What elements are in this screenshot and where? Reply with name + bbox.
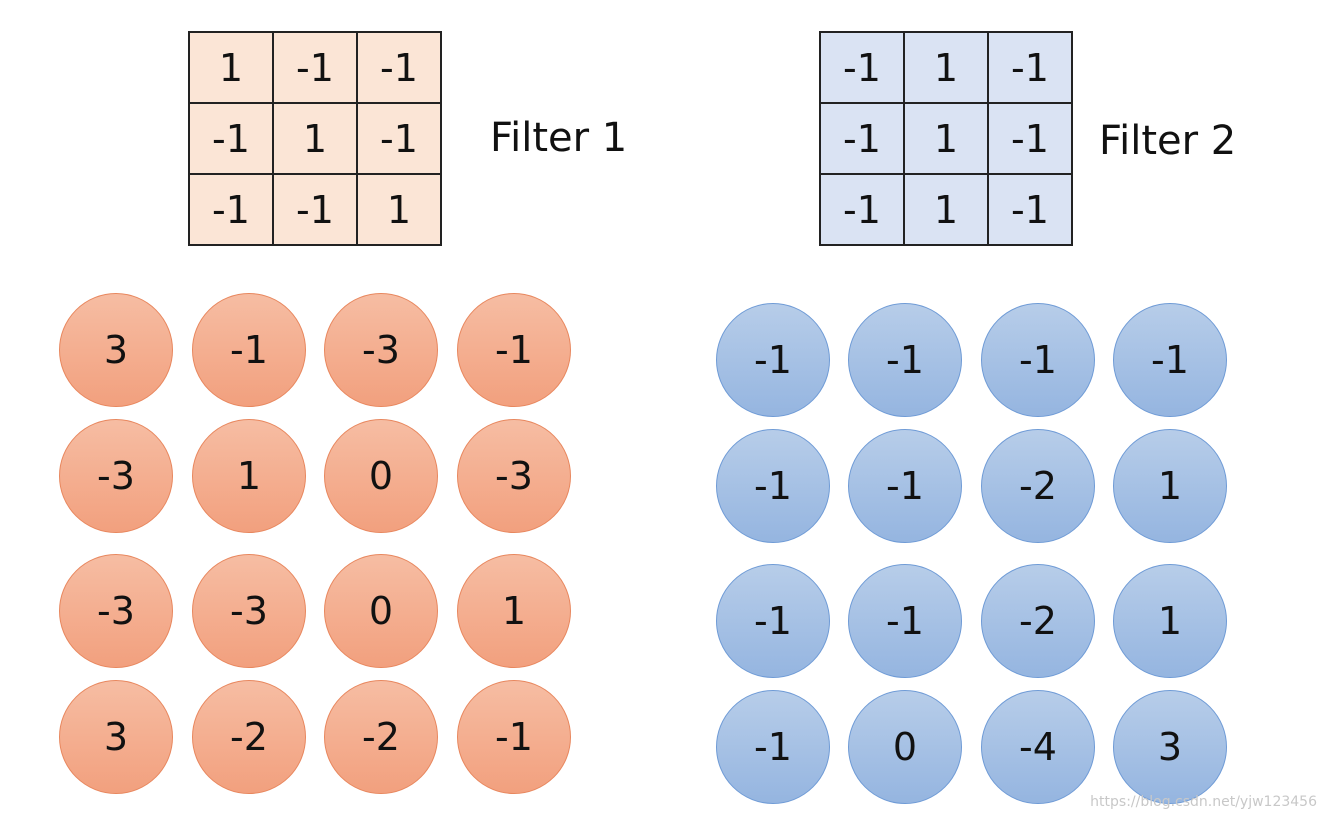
feature-value-circle: -3 <box>59 554 173 668</box>
feature-value-circle: -1 <box>192 293 306 407</box>
filter1-label: Filter 1 <box>490 115 628 161</box>
filter1-cell: -1 <box>188 173 274 246</box>
feature-value-circle: 3 <box>59 680 173 794</box>
feature-value-circle: -1 <box>457 680 571 794</box>
feature-value-circle: 3 <box>59 293 173 407</box>
filter2-cell: -1 <box>819 31 905 104</box>
feature-value-circle: -3 <box>324 293 438 407</box>
filter2-cell: -1 <box>819 173 905 246</box>
feature-value-circle: -4 <box>981 690 1095 804</box>
feature-value-circle: -1 <box>848 303 962 417</box>
feature-value-circle: -3 <box>192 554 306 668</box>
filter1-cell: -1 <box>272 31 358 104</box>
filter2-label: Filter 2 <box>1099 118 1237 164</box>
filter1-cell: -1 <box>272 173 358 246</box>
filter2-matrix: -1 1 -1 -1 1 -1 -1 1 -1 <box>819 31 1073 246</box>
filter2-cell: 1 <box>903 31 989 104</box>
feature-value-circle: -1 <box>981 303 1095 417</box>
feature-value-circle: -1 <box>716 303 830 417</box>
feature-value-circle: -2 <box>981 564 1095 678</box>
feature-value-circle: -3 <box>59 419 173 533</box>
filter1-matrix: 1 -1 -1 -1 1 -1 -1 -1 1 <box>188 31 442 246</box>
filter2-cell: -1 <box>987 102 1073 175</box>
feature-value-circle: -2 <box>324 680 438 794</box>
feature-value-circle: -3 <box>457 419 571 533</box>
feature-value-circle: 1 <box>192 419 306 533</box>
feature-value-circle: 1 <box>1113 564 1227 678</box>
filter2-cell: 1 <box>903 102 989 175</box>
feature-value-circle: 1 <box>1113 429 1227 543</box>
feature-value-circle: -1 <box>716 564 830 678</box>
feature-value-circle: 0 <box>324 419 438 533</box>
feature-value-circle: 1 <box>457 554 571 668</box>
filter1-cell: 1 <box>188 31 274 104</box>
filter2-cell: -1 <box>987 173 1073 246</box>
feature-value-circle: -2 <box>981 429 1095 543</box>
feature-value-circle: -1 <box>457 293 571 407</box>
filter2-cell: -1 <box>819 102 905 175</box>
feature-value-circle: -1 <box>1113 303 1227 417</box>
feature-value-circle: -1 <box>848 429 962 543</box>
filter1-cell: -1 <box>356 31 442 104</box>
feature-value-circle: -1 <box>848 564 962 678</box>
filter2-cell: -1 <box>987 31 1073 104</box>
feature-value-circle: 0 <box>848 690 962 804</box>
feature-value-circle: -2 <box>192 680 306 794</box>
feature-value-circle: -1 <box>716 690 830 804</box>
filter2-cell: 1 <box>903 173 989 246</box>
watermark: https://blog.csdn.net/yjw123456 <box>1090 794 1317 810</box>
feature-value-circle: 3 <box>1113 690 1227 804</box>
feature-value-circle: 0 <box>324 554 438 668</box>
filter1-cell: 1 <box>356 173 442 246</box>
feature-value-circle: -1 <box>716 429 830 543</box>
filter1-cell: 1 <box>272 102 358 175</box>
filter1-cell: -1 <box>356 102 442 175</box>
filter1-cell: -1 <box>188 102 274 175</box>
